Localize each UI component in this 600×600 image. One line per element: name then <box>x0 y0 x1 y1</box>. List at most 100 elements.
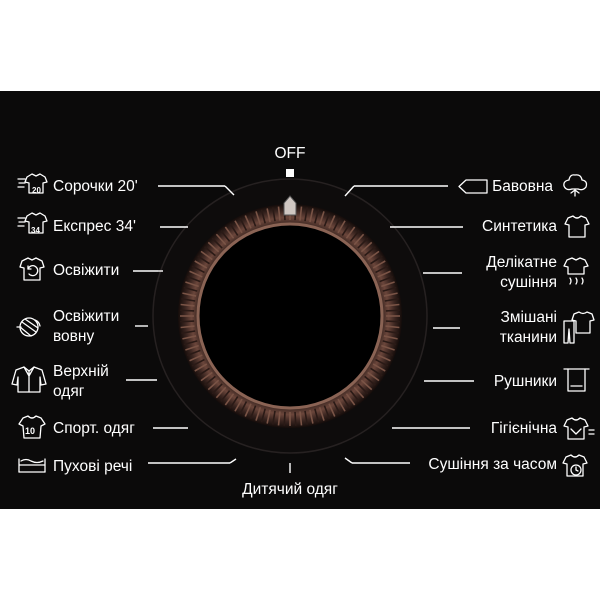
knurl-tick <box>328 215 336 229</box>
synthetic-shirt-icon <box>564 215 590 238</box>
knurl-tick <box>180 320 195 323</box>
knurl-tick <box>220 390 231 402</box>
knurl-tick <box>360 379 373 391</box>
program-delicate-drying[interactable]: Делікатне сушіння <box>486 254 557 291</box>
knurl-tick <box>367 371 380 382</box>
knurl-tick <box>328 403 336 417</box>
leader-line <box>229 458 237 464</box>
knob-knurling <box>180 206 400 426</box>
knurl-tick <box>272 207 276 222</box>
knurl-tick <box>332 401 341 415</box>
knurl-tick <box>341 396 351 409</box>
knurl-tick <box>345 226 356 239</box>
knurl-tick <box>299 206 303 221</box>
delicate-icon <box>563 257 589 285</box>
program-hygiene[interactable]: Гігієнічна <box>490 420 557 437</box>
program-shirts-20[interactable]: Сорочки 20' <box>53 178 138 195</box>
sport-shirt-10-icon: 10 <box>18 415 46 439</box>
knurl-tick <box>370 255 383 265</box>
jacket-icon <box>11 366 47 393</box>
knurl-tick <box>272 410 276 425</box>
knurl-tick <box>180 325 195 329</box>
knurl-tick <box>182 292 197 297</box>
knurl-tick <box>185 344 199 351</box>
knurl-tick <box>349 390 360 402</box>
program-towels[interactable]: Рушники <box>493 373 557 390</box>
knurl-tick <box>260 209 266 224</box>
program-down-items[interactable]: Пухові речі <box>53 458 133 475</box>
program-baby-clothes[interactable]: Дитячий одяг <box>242 481 338 498</box>
program-cotton[interactable]: Бавовна <box>492 178 553 195</box>
knurl-tick <box>360 241 373 253</box>
knurl-tick <box>187 349 201 357</box>
knurl-tick <box>249 213 257 227</box>
knurl-tick <box>260 408 266 423</box>
program-knob[interactable] <box>178 195 402 428</box>
knurl-tick <box>383 335 398 340</box>
knurl-tick <box>197 367 210 377</box>
knurl-tick <box>229 223 239 236</box>
knurl-tick <box>183 286 198 292</box>
svg-text:20: 20 <box>32 186 41 195</box>
knurl-tick <box>224 226 235 239</box>
knurl-tick <box>189 354 203 362</box>
timed-drying-icon <box>562 454 588 477</box>
knurl-tick <box>381 281 395 288</box>
knurl-tick <box>294 411 297 426</box>
program-synthetics[interactable]: Синтетика <box>482 218 557 235</box>
svg-text:10: 10 <box>25 426 35 436</box>
leader-line <box>224 185 235 196</box>
program-sportswear[interactable]: Спорт. одяг <box>53 420 135 437</box>
knurl-tick <box>266 208 271 223</box>
program-refresh-wool[interactable]: Освіжити вовну <box>53 308 119 345</box>
program-express-34[interactable]: Експрес 34' <box>53 218 136 235</box>
knurl-tick <box>385 320 400 323</box>
knurl-tick <box>220 230 231 242</box>
knurl-tick <box>381 344 395 351</box>
knurl-tick <box>215 233 227 246</box>
knurl-tick <box>345 393 356 406</box>
program-mixed-fabrics-line1: Змішані <box>500 309 557 326</box>
program-mixed-fabrics[interactable]: Змішані тканини <box>500 309 557 346</box>
knurl-tick <box>191 265 205 274</box>
program-timed-drying[interactable]: Сушіння за часом <box>428 456 557 473</box>
knurl-tick <box>309 409 314 424</box>
knurl-tick <box>364 375 376 386</box>
knurl-tick <box>181 298 196 302</box>
knurl-tick <box>341 223 351 236</box>
dial-graphics: 20 34 <box>11 169 595 477</box>
knurl-tick <box>318 211 325 225</box>
program-outerwear-line1: Верхній <box>53 363 109 380</box>
tag-icon <box>458 179 488 194</box>
knurl-tick <box>277 206 281 221</box>
knurl-tick <box>384 330 399 334</box>
knurl-tick <box>283 411 286 426</box>
off-marker-icon <box>286 169 294 177</box>
knurl-tick <box>239 217 248 231</box>
knurl-tick <box>183 340 198 346</box>
knurl-tick <box>309 208 314 223</box>
program-delicate-drying-line2: сушіння <box>500 274 557 291</box>
knurl-tick <box>191 358 205 367</box>
knurl-tick <box>182 335 197 340</box>
knurl-tick <box>207 379 220 391</box>
knurl-tick <box>200 371 213 382</box>
knurl-tick <box>255 211 262 225</box>
mixed-fabrics-icon <box>563 311 595 344</box>
knurl-tick <box>383 292 398 297</box>
program-outerwear[interactable]: Верхній одяг <box>53 363 109 400</box>
leader-line <box>344 457 353 464</box>
knurl-tick <box>189 270 203 278</box>
knurl-tick <box>384 298 399 302</box>
knurl-tick <box>194 363 208 372</box>
knurl-tick <box>204 246 216 257</box>
knurl-tick <box>185 281 199 288</box>
shirt-20-icon: 20 <box>17 173 48 195</box>
knurl-tick <box>353 233 365 246</box>
program-refresh[interactable]: Освіжити <box>53 262 120 279</box>
knurl-tick <box>323 213 331 227</box>
program-outerwear-line2: одяг <box>53 383 85 400</box>
knurl-tick <box>379 349 393 357</box>
knurl-tick <box>207 241 220 253</box>
duvet-icon <box>18 458 46 473</box>
